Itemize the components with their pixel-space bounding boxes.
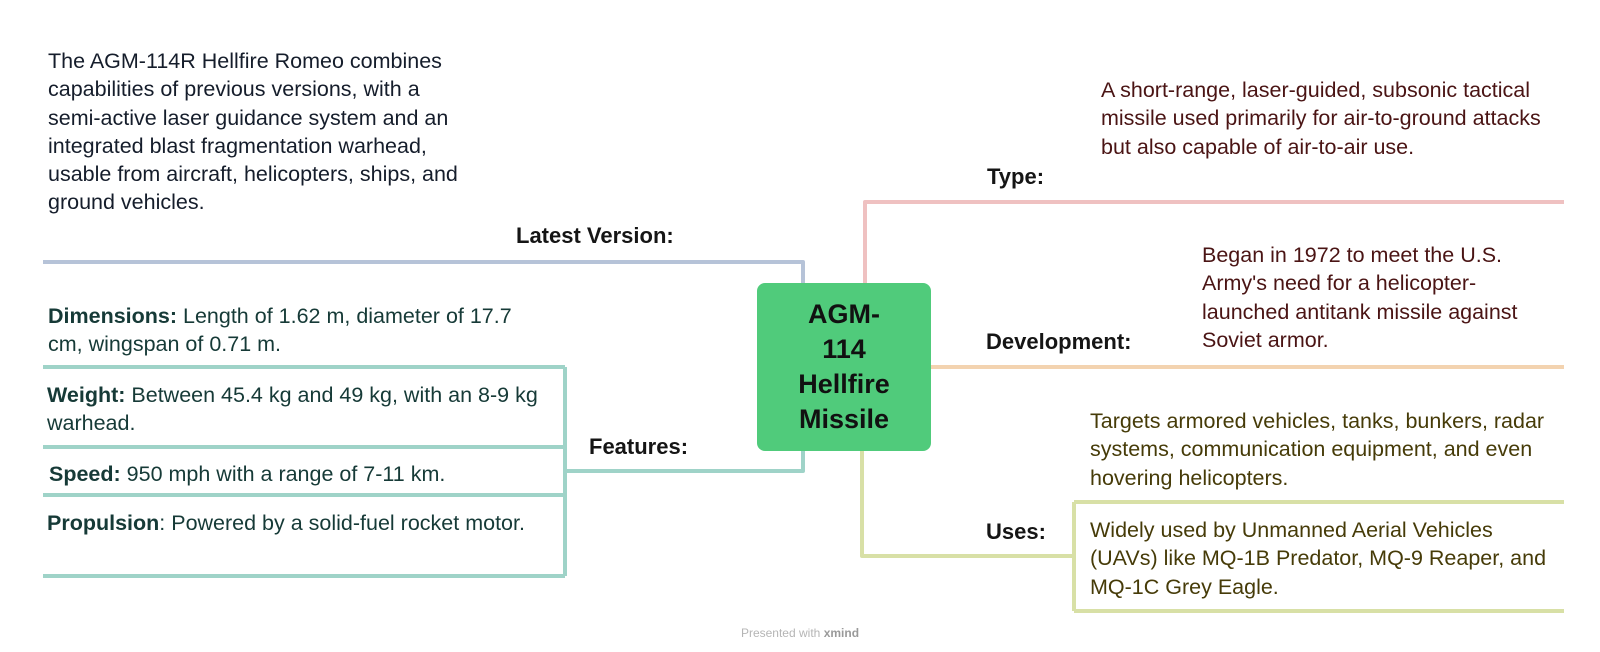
uses-label[interactable]: Uses: [986,519,1046,544]
footer-prefix: Presented with [740,626,821,640]
type-text: A short-range, laser-guided, subsonic ta… [1101,78,1541,159]
presented-with-footer: Presented with xmind [0,626,1600,640]
uses-branch-lines [860,451,1564,613]
uses-item-targets: Targets armored vehicles, tanks, bunkers… [1090,409,1545,490]
uses-item-uavs: Widely used by Unmanned Aerial Vehicles … [1090,518,1547,599]
features-branch-lines [43,365,805,578]
feature-item-dimensions: Dimensions: Length of 1.62 m, diameter o… [48,302,538,359]
feature-term-weight: Weight: [47,383,126,407]
feature-text-dimensions: Length of 1.62 m, diameter of 17.7 cm, w… [48,304,512,357]
type-label[interactable]: Type: [987,164,1045,189]
latest-branch-lines [43,260,805,283]
latest-version-label[interactable]: Latest Version: [516,223,674,248]
feature-item-speed: Speed: 950 mph with a range of 7-11 km. [49,460,549,488]
features-label[interactable]: Features: [589,434,689,459]
development-label[interactable]: Development: [986,329,1132,354]
feature-text-propulsion: : Powered by a solid-fuel rocket motor. [159,511,525,535]
central-topic[interactable]: AGM-114 Hellfire Missile [757,283,931,451]
feature-term-speed: Speed: [49,462,121,486]
development-text: Began in 1972 to meet the U.S. Army's ne… [1202,243,1518,352]
feature-text-weight: Between 45.4 kg and 49 kg, with an 8-9 k… [47,383,538,436]
type-branch-lines [863,200,1564,283]
feature-term-dimensions: Dimensions: [48,304,178,328]
central-topic-label: AGM-114 Hellfire Missile [798,299,890,434]
feature-text-speed: 950 mph with a range of 7-11 km. [120,462,446,486]
feature-term-propulsion: Propulsion [47,511,160,535]
latest-version-text: The AGM-114R Hellfire Romeo combines cap… [48,49,458,215]
feature-item-weight: Weight: Between 45.4 kg and 49 kg, with … [47,381,547,438]
xmind-brand: xmind [823,626,860,640]
feature-item-propulsion: Propulsion: Powered by a solid-fuel rock… [47,509,547,537]
